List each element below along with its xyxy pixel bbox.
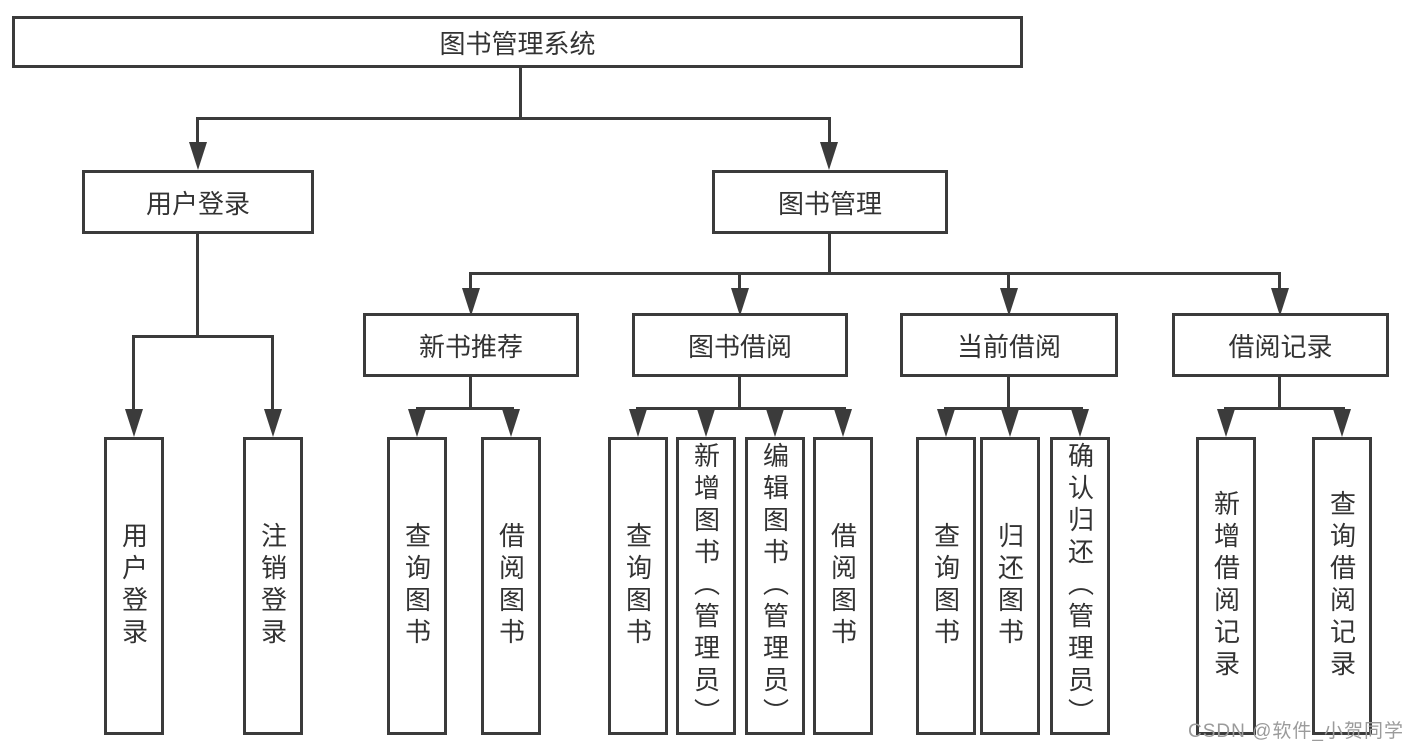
- leaf-borrow-books: 借阅图书: [813, 437, 873, 735]
- arrowhead-icon: [834, 409, 852, 437]
- connector-line: [519, 68, 522, 118]
- node-label: 新增图书（管理员）: [690, 442, 721, 730]
- node-label: 借阅记录: [1228, 331, 1333, 362]
- arrowhead-icon: [629, 409, 647, 437]
- leaf-query-books-current: 查询图书: [916, 437, 976, 735]
- connector-line: [738, 272, 741, 290]
- connector-line: [196, 117, 831, 120]
- leaf-query-books-borrowing: 查询图书: [608, 437, 668, 735]
- node-label: 借阅图书: [827, 522, 858, 650]
- arrowhead-icon: [1271, 288, 1289, 316]
- arrowhead-icon: [937, 409, 955, 437]
- connector-line: [1007, 272, 1010, 290]
- node-library-management-system: 图书管理系统: [12, 16, 1023, 68]
- node-label: 查询借阅记录: [1326, 490, 1357, 682]
- node-borrowing-records: 借阅记录: [1172, 313, 1389, 377]
- connector-line: [196, 117, 199, 147]
- connector-line: [469, 272, 1281, 275]
- arrowhead-icon: [462, 288, 480, 316]
- leaf-add-books-admin: 新增图书（管理员）: [676, 437, 736, 735]
- connector-line: [469, 272, 472, 290]
- node-label: 编辑图书（管理员）: [759, 442, 790, 730]
- arrowhead-icon: [820, 142, 838, 170]
- connector-line: [1007, 377, 1010, 409]
- leaf-add-borrow-record: 新增借阅记录: [1196, 437, 1256, 735]
- leaf-query-books-recommend: 查询图书: [387, 437, 447, 735]
- arrowhead-icon: [1071, 409, 1089, 437]
- leaf-query-borrow-record: 查询借阅记录: [1312, 437, 1372, 735]
- watermark: CSDN @软件_小贺同学: [1188, 721, 1404, 742]
- node-label: 图书借阅: [687, 331, 792, 362]
- leaf-edit-books-admin: 编辑图书（管理员）: [745, 437, 805, 735]
- leaf-user-login: 用户登录: [104, 437, 164, 735]
- connector-line: [738, 377, 741, 409]
- node-label: 查询图书: [622, 522, 653, 650]
- connector-line: [271, 335, 274, 411]
- node-current-borrowing: 当前借阅: [900, 313, 1118, 377]
- arrowhead-icon: [189, 142, 207, 170]
- arrowhead-icon: [1217, 409, 1235, 437]
- node-label: 查询图书: [930, 522, 961, 650]
- leaf-logout: 注销登录: [243, 437, 303, 735]
- connector-line: [828, 117, 831, 147]
- arrowhead-icon: [1001, 409, 1019, 437]
- connector-line: [132, 335, 135, 411]
- node-book-borrowing: 图书借阅: [632, 313, 848, 377]
- connector-line: [416, 407, 514, 410]
- node-label: 查询图书: [401, 522, 432, 650]
- arrowhead-icon: [1000, 288, 1018, 316]
- node-label: 图书管理: [777, 188, 882, 219]
- connector-line: [196, 234, 199, 335]
- connector-line: [132, 335, 274, 338]
- node-label: 注销登录: [257, 522, 288, 650]
- node-label: 归还图书: [994, 522, 1025, 650]
- node-label: 新增借阅记录: [1210, 490, 1241, 682]
- arrowhead-icon: [125, 409, 143, 437]
- arrowhead-icon: [502, 409, 520, 437]
- connector-line: [828, 234, 831, 272]
- arrowhead-icon: [264, 409, 282, 437]
- leaf-return-books: 归还图书: [980, 437, 1040, 735]
- connector-line: [944, 407, 1083, 410]
- arrowhead-icon: [731, 288, 749, 316]
- connector-line: [1278, 377, 1281, 409]
- node-label: 新书推荐: [418, 331, 523, 362]
- node-book-management: 图书管理: [712, 170, 948, 234]
- connector-line: [1278, 272, 1281, 290]
- node-label: 借阅图书: [495, 522, 526, 650]
- leaf-borrow-books-recommend: 借阅图书: [481, 437, 541, 735]
- leaf-confirm-return-admin: 确认归还（管理员）: [1050, 437, 1110, 735]
- arrowhead-icon: [697, 409, 715, 437]
- node-label: 确认归还（管理员）: [1064, 442, 1095, 730]
- connector-line: [636, 407, 846, 410]
- node-label: 图书管理系统: [439, 28, 596, 59]
- node-label: 当前借阅: [956, 331, 1061, 362]
- node-label: 用户登录: [118, 522, 149, 650]
- arrowhead-icon: [408, 409, 426, 437]
- node-label: 用户登录: [145, 188, 250, 219]
- connector-line: [1224, 407, 1345, 410]
- connector-line: [469, 377, 472, 409]
- node-user-login: 用户登录: [82, 170, 314, 234]
- arrowhead-icon: [766, 409, 784, 437]
- arrowhead-icon: [1333, 409, 1351, 437]
- node-new-book-recommend: 新书推荐: [363, 313, 579, 377]
